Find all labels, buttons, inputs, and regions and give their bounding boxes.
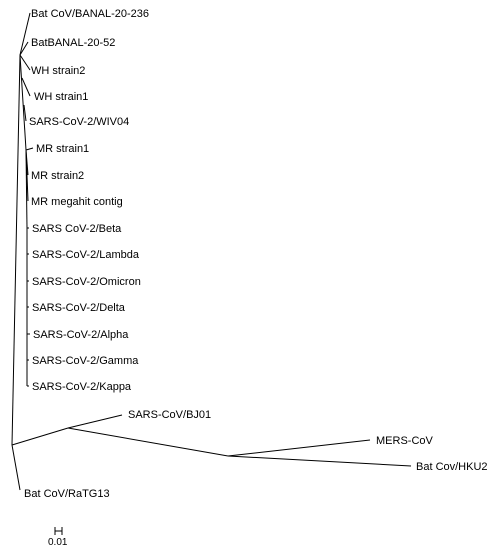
branch-root-outgroup: [11, 427, 69, 446]
branch-clade-backbone: [19, 54, 27, 151]
branch-wh2: [19, 54, 31, 71]
leaf-kappa: SARS-CoV-2/Kappa: [32, 381, 132, 393]
leaf-wh1: WH strain1: [34, 91, 88, 103]
branch-bj01: [67, 414, 123, 429]
leaf-bj01: SARS-CoV/BJ01: [128, 409, 211, 421]
leaf-omicron: SARS-CoV-2/Omicron: [32, 276, 141, 288]
leaf-alpha: SARS-CoV-2/Alpha: [33, 329, 129, 341]
leaf-gamma: SARS-CoV-2/Gamma: [32, 355, 139, 367]
leaf-lambda: SARS-CoV-2/Lambda: [32, 249, 140, 261]
leaf-wiv04: SARS-CoV-2/WIV04: [29, 116, 129, 128]
leaf-banal52: BatBANAL-20-52: [31, 37, 115, 49]
leaf-wh2: WH strain2: [31, 65, 85, 77]
branch-mers-hku2-stem: [67, 427, 229, 457]
branch-root-upper: [11, 54, 21, 446]
branch-variants-stem: [25, 149, 28, 229]
leaf-delta: SARS-CoV-2/Delta: [32, 302, 126, 314]
branch-banal236: [19, 12, 31, 56]
scale-bar-label: 0.01: [48, 537, 68, 548]
branch-wiv04: [23, 104, 27, 122]
branch-mr1: [25, 147, 34, 151]
leaf-ratg13: Bat CoV/RaTG13: [24, 488, 110, 500]
leaf-hku2: Bat Cov/HKU2: [416, 461, 488, 473]
leaf-labels: Bat CoV/BANAL-20-236 BatBANAL-20-52 WH s…: [24, 8, 488, 500]
leaf-mr2: MR strain2: [31, 170, 84, 182]
leaf-banal236: Bat CoV/BANAL-20-236: [31, 8, 149, 20]
branch-mers: [227, 439, 371, 457]
leaf-beta: SARS CoV-2/Beta: [32, 223, 122, 235]
branch-ratg13: [11, 444, 21, 491]
branch-hku2: [227, 455, 412, 467]
branch-wh1: [21, 77, 31, 97]
branch-banal52: [19, 41, 29, 56]
tree-branches: [11, 12, 412, 491]
leaf-mrmeg: MR megahit contig: [31, 196, 123, 208]
leaf-mr1: MR strain1: [36, 143, 89, 155]
leaf-mers: MERS-CoV: [376, 435, 434, 447]
scale-bar: 0.01: [48, 527, 68, 548]
